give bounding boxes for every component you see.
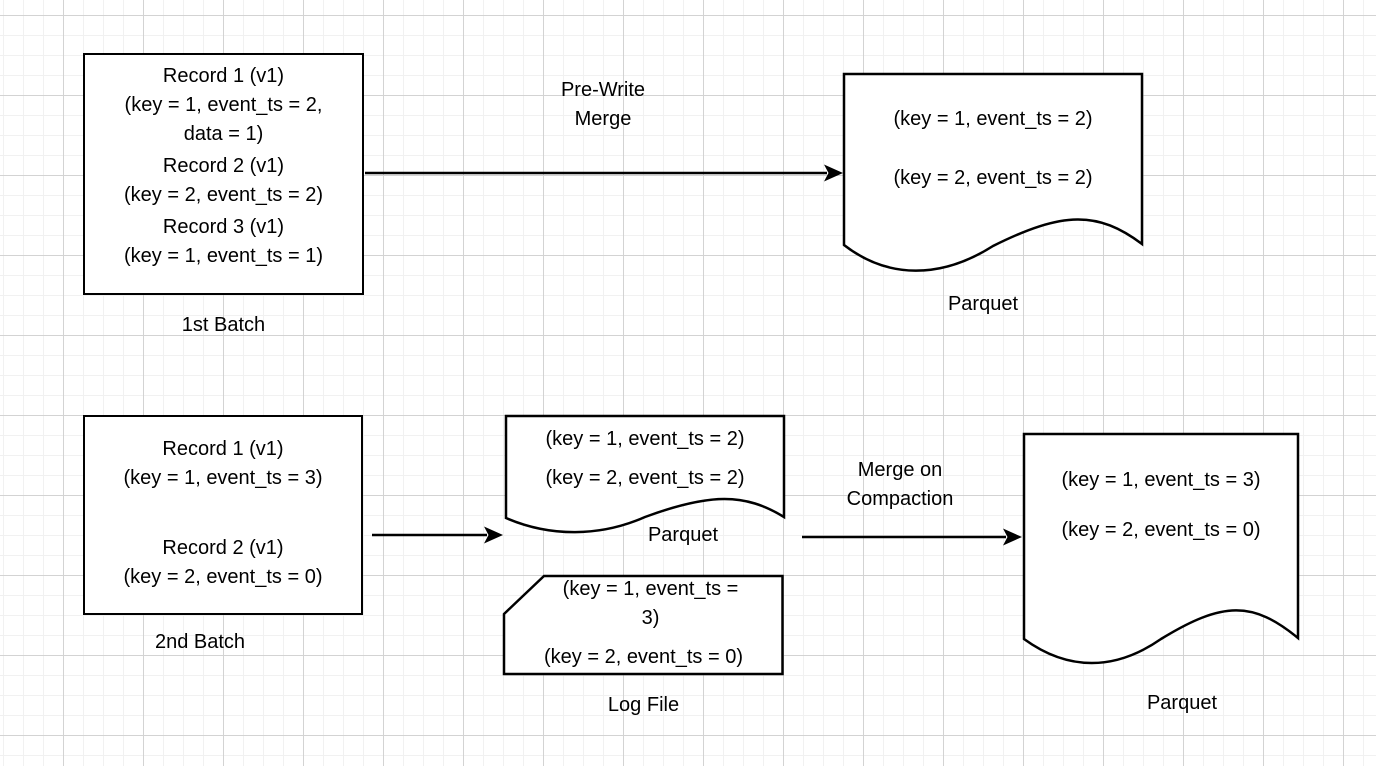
card-shape: [502, 574, 784, 676]
arrow-pre-write-merge: [365, 164, 843, 182]
log-file-label: Log File: [607, 694, 680, 716]
log-file-shape: (key = 1, event_ts = 3) (key = 2, event_…: [502, 574, 784, 676]
record-detail: (key = 2, event_ts = 0): [123, 566, 323, 588]
record-detail: (key = 1, event_ts = 2, data = 1): [124, 94, 323, 145]
record-detail: (key = 1, event_ts = 1): [124, 245, 323, 267]
parquet-top-label: Parquet: [947, 293, 1019, 315]
parquet-final-document: (key = 1, event_ts = 3) (key = 2, event_…: [1022, 432, 1300, 678]
batch2-label: 2nd Batch: [154, 631, 246, 653]
log-file-row: (key = 1, event_ts = 3): [562, 578, 739, 629]
parquet-mid-row: (key = 1, event_ts = 2): [545, 428, 745, 450]
parquet-mid-label: Parquet: [647, 524, 719, 546]
parquet-final-row: (key = 2, event_ts = 0): [1061, 519, 1261, 541]
parquet-final-row: (key = 1, event_ts = 3): [1061, 469, 1261, 491]
batch1-box: Record 1 (v1) (key = 1, event_ts = 2, da…: [83, 53, 364, 295]
batch2-record-2: Record 2 (v1) (key = 2, event_ts = 0): [85, 534, 361, 592]
batch2-box: Record 1 (v1) (key = 1, event_ts = 3) Re…: [83, 415, 363, 615]
log-file-row: (key = 2, event_ts = 0): [544, 646, 743, 668]
batch1-record-3: Record 3 (v1) (key = 1, event_ts = 1): [85, 213, 362, 271]
document-shape: [1022, 432, 1300, 665]
parquet-top-row: (key = 2, event_ts = 2): [893, 167, 1093, 189]
merge-on-compaction-label: Merge on Compaction: [846, 459, 954, 510]
batch1-label: 1st Batch: [181, 314, 266, 336]
batch2-record-1: Record 1 (v1) (key = 1, event_ts = 3): [85, 435, 361, 493]
record-title: Record 2 (v1): [162, 155, 285, 177]
parquet-mid-row: (key = 2, event_ts = 2): [545, 467, 745, 489]
parquet-top-document: (key = 1, event_ts = 2) (key = 2, event_…: [842, 72, 1144, 283]
parquet-top-row: (key = 1, event_ts = 2): [893, 108, 1093, 130]
parquet-mid-document: (key = 1, event_ts = 2) (key = 2, event_…: [504, 414, 786, 540]
batch1-record-2: Record 2 (v1) (key = 2, event_ts = 2): [85, 152, 362, 210]
record-detail: (key = 1, event_ts = 3): [123, 467, 323, 489]
record-title: Record 1 (v1): [162, 65, 285, 87]
parquet-final-label: Parquet: [1146, 692, 1218, 714]
record-title: Record 1 (v1): [162, 438, 284, 460]
pre-write-merge-label: Pre-Write Merge: [560, 79, 646, 130]
document-shape: [504, 414, 786, 534]
document-shape: [842, 72, 1144, 272]
record-title: Record 3 (v1): [162, 216, 285, 238]
arrow-batch2-to-storage: [372, 526, 503, 544]
batch1-record-1: Record 1 (v1) (key = 1, event_ts = 2, da…: [85, 62, 362, 149]
arrow-merge-on-compaction: [802, 528, 1022, 546]
record-detail: (key = 2, event_ts = 2): [124, 184, 323, 206]
record-title: Record 2 (v1): [162, 537, 284, 559]
